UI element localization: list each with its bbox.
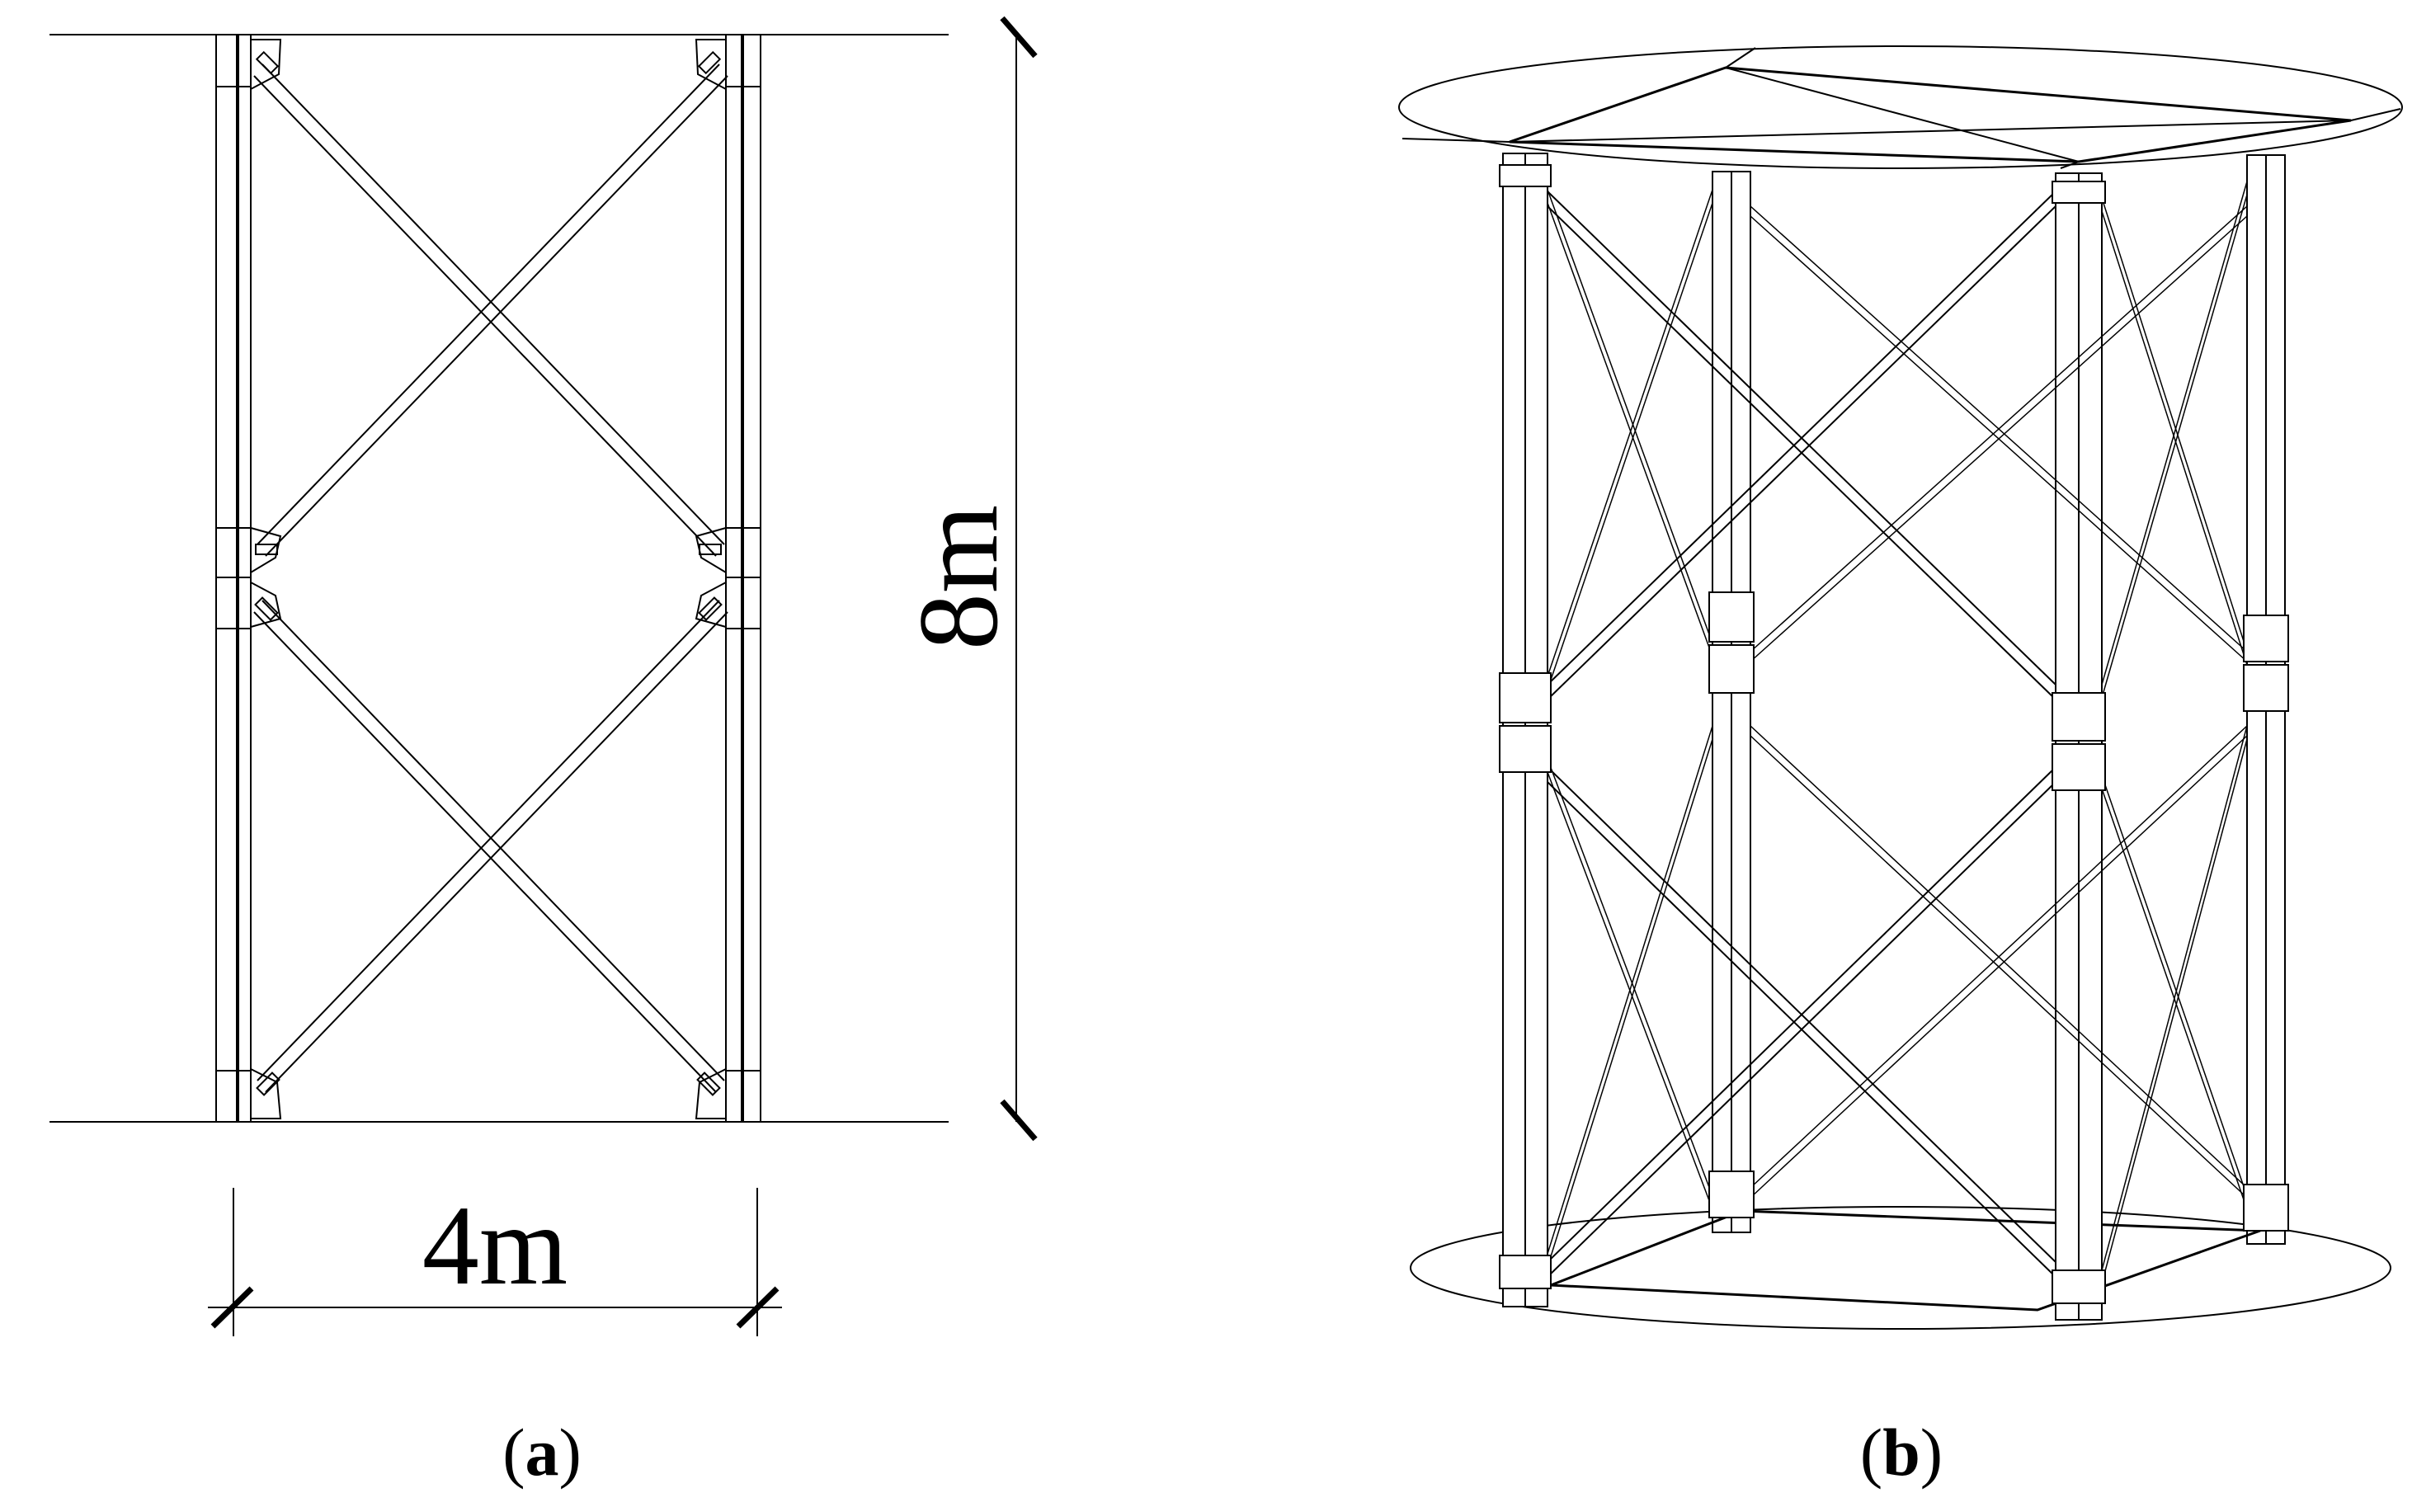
caption-b-close: ) xyxy=(1920,1415,1943,1490)
height-dimension-label: 8m xyxy=(895,505,1021,650)
caption-a-open: ( xyxy=(502,1415,525,1490)
caption-a-close: ) xyxy=(559,1415,582,1490)
caption-b-letter: b xyxy=(1882,1415,1920,1490)
bottom-platform xyxy=(1410,1206,2391,1330)
caption-b: (b) xyxy=(1860,1415,1943,1490)
width-dimension-label: 4m xyxy=(422,1182,568,1308)
top-platform xyxy=(1398,45,2403,169)
gusset-plates xyxy=(250,39,727,1119)
ground-lines xyxy=(49,34,949,1123)
caption-a: (a) xyxy=(502,1415,582,1490)
diagonal-braces-upper xyxy=(253,64,728,557)
panel-b-3d-view xyxy=(1398,45,2403,1330)
width-dimension xyxy=(208,1188,782,1336)
panel-a-elevation xyxy=(49,16,1038,1336)
braces-3d-left xyxy=(1547,189,1713,1268)
diagonal-braces-lower xyxy=(253,600,728,1093)
caption-b-open: ( xyxy=(1860,1415,1882,1490)
left-column xyxy=(215,34,252,1123)
braces-3d-front xyxy=(1547,191,2056,1278)
height-dimension xyxy=(1000,16,1038,1142)
caption-a-letter: a xyxy=(525,1415,559,1490)
joints-3d xyxy=(1499,164,2289,1304)
braces-3d-right xyxy=(2101,181,2248,1284)
braces-3d-back xyxy=(1750,205,2248,1199)
right-column xyxy=(725,34,761,1123)
